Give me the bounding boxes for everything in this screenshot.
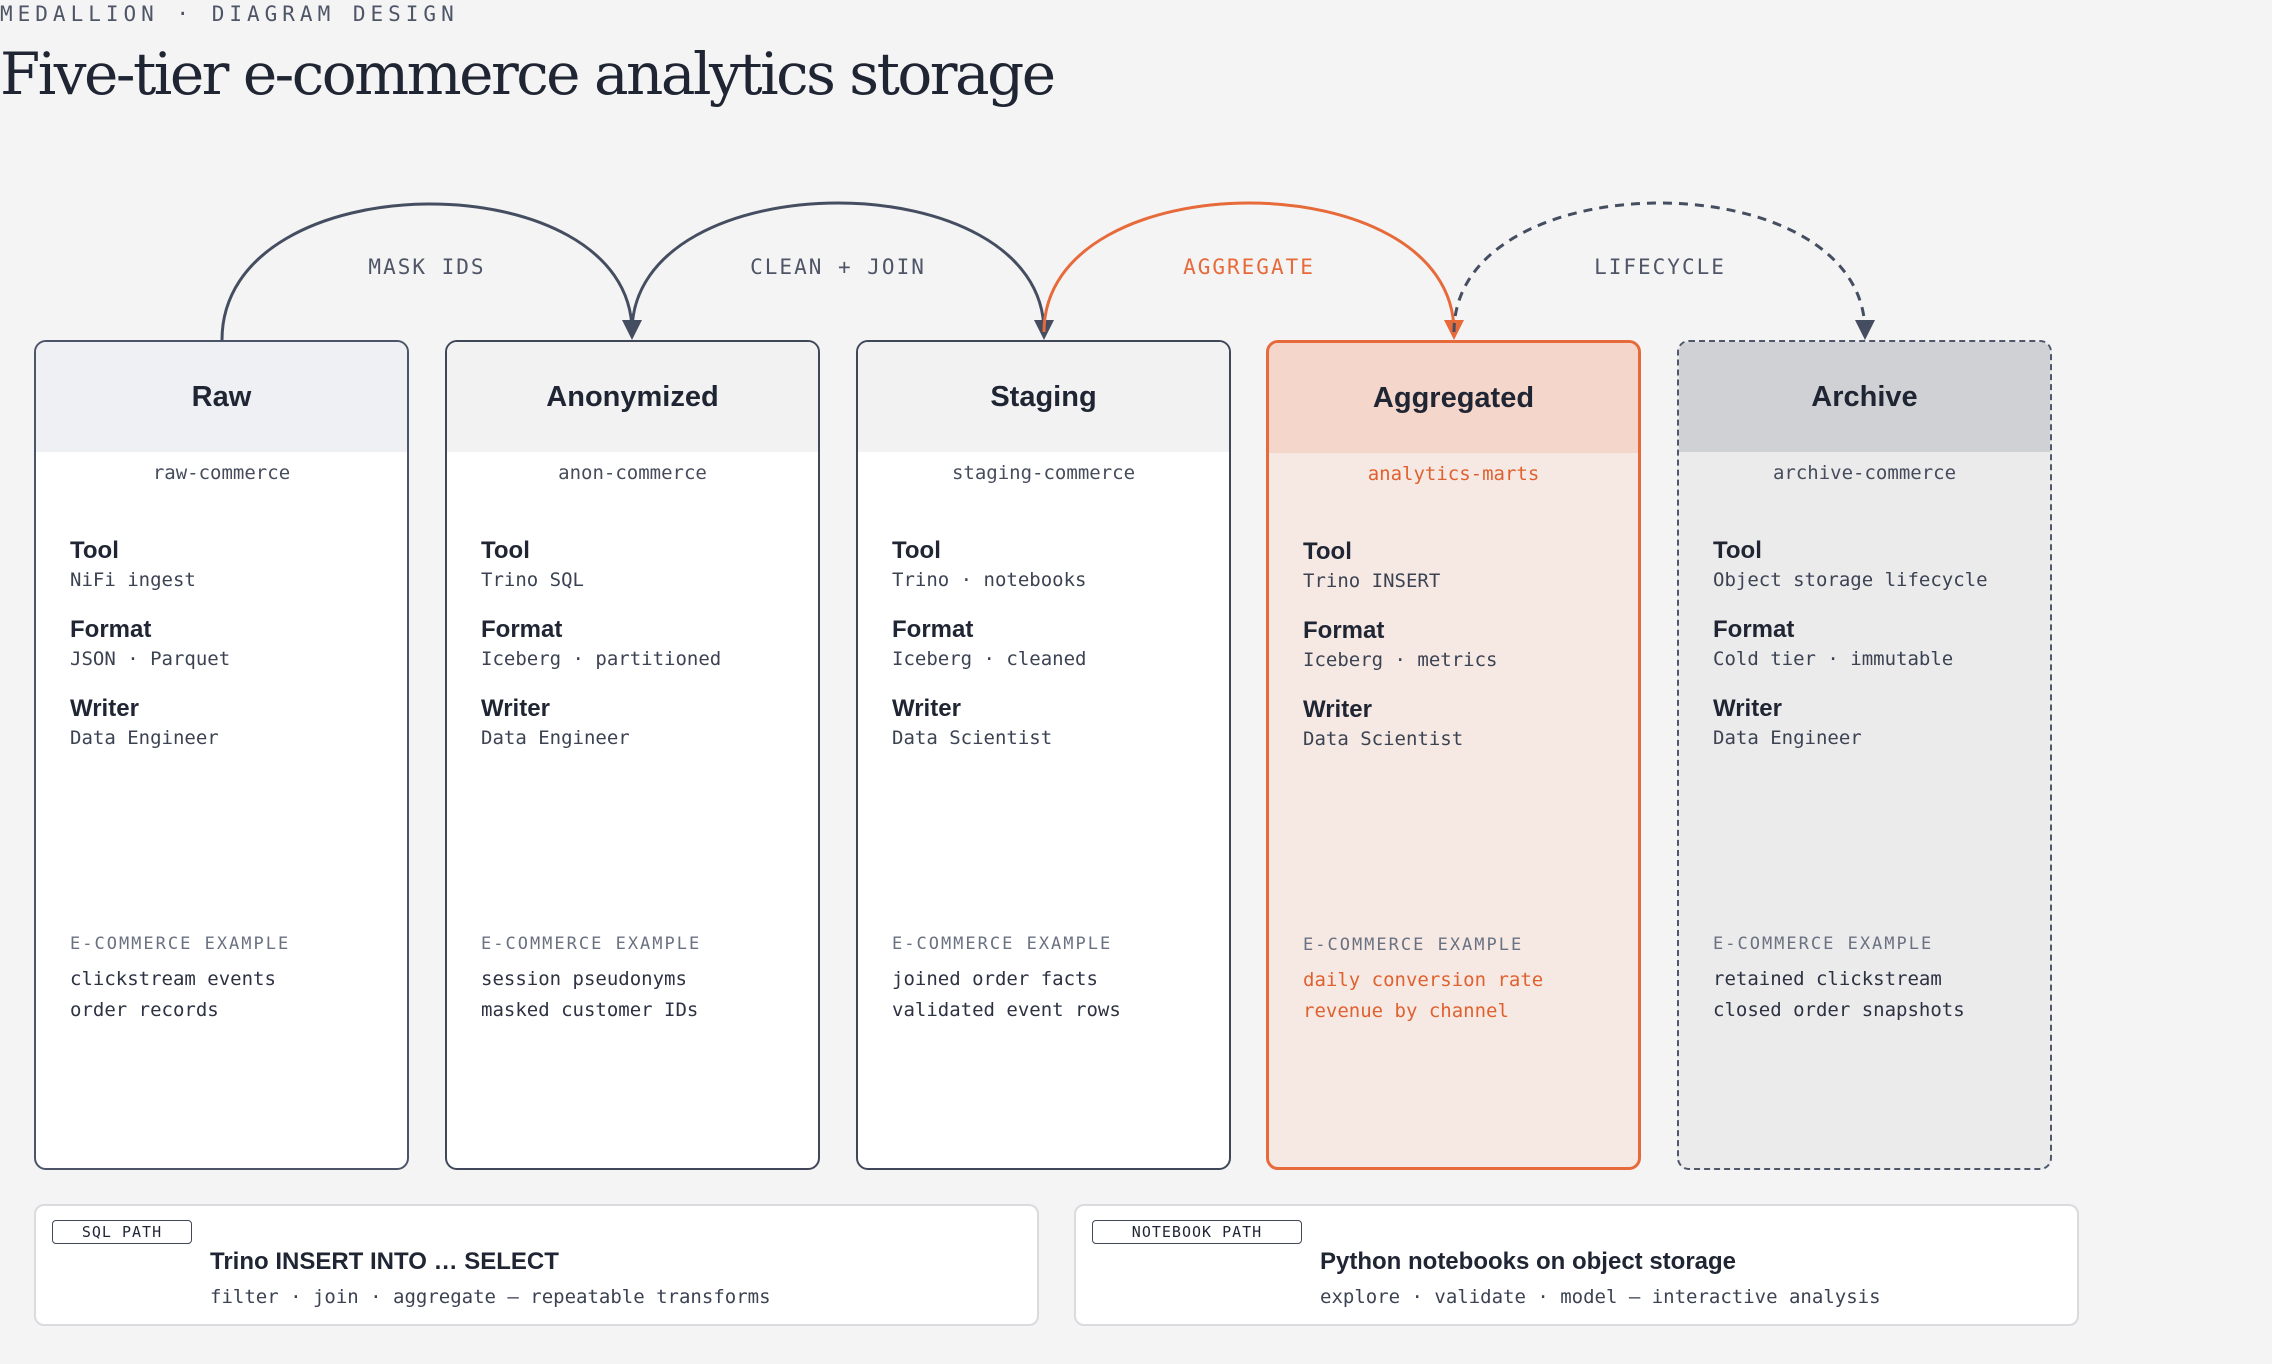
- example-block: E-COMMERCE EXAMPLE joined order facts va…: [892, 934, 1215, 1026]
- sql-path-panel: SQL PATH Trino INSERT INTO … SELECT filt…: [34, 1204, 1039, 1326]
- sql-path-tag: SQL PATH: [52, 1220, 192, 1244]
- example-item: daily conversion rate: [1303, 969, 1544, 991]
- example-block: E-COMMERCE EXAMPLE retained clickstream …: [1713, 934, 2036, 1026]
- example-item: clickstream events: [70, 968, 276, 990]
- format-label: Format: [1303, 617, 1385, 644]
- example-label: E-COMMERCE EXAMPLE: [1713, 934, 1934, 954]
- example-item: session pseudonyms: [481, 968, 687, 990]
- arc-label-clean-join: CLEAN + JOIN: [750, 255, 926, 279]
- example-label: E-COMMERCE EXAMPLE: [70, 934, 291, 954]
- example-item: joined order facts: [892, 968, 1098, 990]
- format-label: Format: [892, 616, 974, 643]
- example-label: E-COMMERCE EXAMPLE: [481, 934, 702, 954]
- writer-label: Writer: [1303, 696, 1372, 723]
- tool-label: Tool: [481, 537, 530, 564]
- writer-value: Data Scientist: [1303, 728, 1464, 750]
- format-value: Cold tier · immutable: [1713, 648, 1954, 670]
- tier-name: Aggregated: [1269, 343, 1638, 453]
- writer-value: Data Scientist: [892, 727, 1053, 749]
- writer-label: Writer: [892, 695, 961, 722]
- format-value: JSON · Parquet: [70, 648, 231, 670]
- bucket-name: anon-commerce: [558, 462, 707, 484]
- notebook-path-description: explore · validate · model — interactive…: [1320, 1286, 1881, 1308]
- example-item: revenue by channel: [1303, 1000, 1509, 1022]
- tier-name: Archive: [1679, 342, 2050, 452]
- arc-aggregate: AGGREGATE: [1042, 201, 1464, 340]
- example-item: order records: [70, 999, 219, 1021]
- arc-label-aggregate: AGGREGATE: [1183, 255, 1315, 279]
- notebook-path-title: Python notebooks on object storage: [1320, 1248, 1737, 1275]
- example-item: closed order snapshots: [1713, 999, 1965, 1021]
- transition-arcs: MASK IDS CLEAN + JOIN AGGREGATE LIFECYCL…: [220, 201, 1875, 341]
- writer-label: Writer: [481, 695, 550, 722]
- tool-label: Tool: [70, 537, 119, 564]
- format-label: Format: [1713, 616, 1795, 643]
- tool-value: NiFi ingest: [70, 569, 196, 591]
- arc-lifecycle: LIFECYCLE: [1452, 201, 1875, 340]
- tier-name: Staging: [858, 342, 1229, 452]
- tool-label: Tool: [1303, 538, 1352, 565]
- sql-path-description: filter · join · aggregate — repeatable t…: [210, 1286, 771, 1308]
- arc-label-mask-ids: MASK IDS: [368, 255, 485, 279]
- example-label: E-COMMERCE EXAMPLE: [892, 934, 1113, 954]
- format-value: Iceberg · cleaned: [892, 648, 1087, 670]
- tool-label: Tool: [1713, 537, 1762, 564]
- writer-label: Writer: [70, 695, 139, 722]
- tool-value: Object storage lifecycle: [1713, 569, 1988, 591]
- tool-label: Tool: [892, 537, 941, 564]
- format-label: Format: [70, 616, 152, 643]
- arc-mask-ids: MASK IDS: [220, 202, 642, 341]
- page-title: Five-tier e-commerce analytics storage: [0, 40, 1056, 108]
- tier-name: Raw: [36, 342, 407, 452]
- format-value: Iceberg · partitioned: [481, 648, 722, 670]
- example-item: validated event rows: [892, 999, 1121, 1021]
- tool-value: Trino INSERT: [1303, 570, 1441, 592]
- bucket-name: staging-commerce: [951, 462, 1136, 484]
- tool-value: Trino SQL: [481, 569, 584, 591]
- writer-value: Data Engineer: [70, 727, 219, 749]
- example-item: masked customer IDs: [481, 999, 699, 1021]
- bucket-name: raw-commerce: [152, 462, 291, 484]
- notebook-path-panel: NOTEBOOK PATH Python notebooks on object…: [1074, 1204, 2079, 1326]
- tier-name: Anonymized: [447, 342, 818, 452]
- format-label: Format: [481, 616, 563, 643]
- arc-label-lifecycle: LIFECYCLE: [1594, 255, 1726, 279]
- example-block: E-COMMERCE EXAMPLE session pseudonyms ma…: [481, 934, 804, 1026]
- sql-path-title: Trino INSERT INTO … SELECT: [210, 1248, 559, 1275]
- format-value: Iceberg · metrics: [1303, 649, 1498, 671]
- example-label: E-COMMERCE EXAMPLE: [1303, 935, 1524, 955]
- eyebrow: MEDALLION · DIAGRAM DESIGN: [0, 2, 459, 26]
- bucket-name: archive-commerce: [1772, 462, 1957, 484]
- writer-label: Writer: [1713, 695, 1782, 722]
- writer-value: Data Engineer: [1713, 727, 1862, 749]
- example-block: E-COMMERCE EXAMPLE daily conversion rate…: [1303, 935, 1624, 1027]
- bucket-name: analytics-marts: [1367, 463, 1540, 485]
- example-item: retained clickstream: [1713, 968, 1942, 990]
- arc-clean-join: CLEAN + JOIN: [630, 201, 1054, 340]
- tool-value: Trino · notebooks: [892, 569, 1087, 591]
- writer-value: Data Engineer: [481, 727, 630, 749]
- notebook-path-tag: NOTEBOOK PATH: [1092, 1220, 1302, 1244]
- example-block: E-COMMERCE EXAMPLE clickstream events or…: [70, 934, 393, 1026]
